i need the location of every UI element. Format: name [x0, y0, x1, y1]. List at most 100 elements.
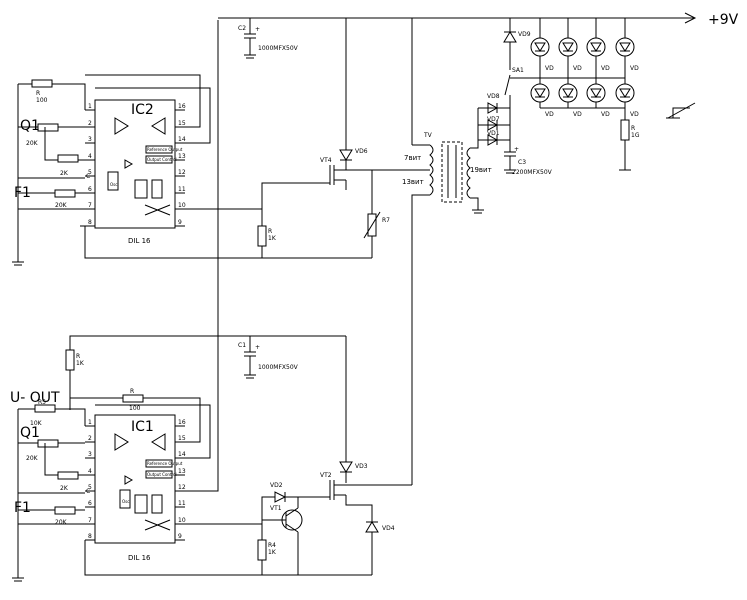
svg-text:100: 100: [129, 405, 141, 412]
svg-text:VD2: VD2: [270, 482, 283, 489]
svg-text:Osc: Osc: [122, 499, 129, 504]
svg-text:10K: 10K: [30, 420, 43, 427]
svg-text:R: R: [130, 388, 134, 395]
vd9-sa1: VD9 SA1: [503, 18, 531, 96]
svg-text:1K: 1K: [76, 360, 85, 367]
q1-top-label: Q1: [20, 118, 40, 134]
svg-text:20K: 20K: [26, 140, 39, 147]
svg-text:13: 13: [178, 153, 186, 160]
svg-text:R: R: [268, 228, 272, 235]
svg-text:R: R: [36, 90, 40, 97]
svg-text:SA1: SA1: [512, 67, 524, 74]
svg-text:20K: 20K: [26, 455, 39, 462]
svg-text:13вит: 13вит: [402, 178, 424, 186]
svg-text:+: +: [255, 26, 260, 33]
svg-text:1G: 1G: [631, 132, 640, 139]
ic2-chip: [94, 99, 176, 229]
svg-text:R: R: [631, 125, 635, 132]
ic1-chip: [94, 414, 176, 544]
svg-text:VD: VD: [545, 65, 554, 72]
svg-text:13: 13: [178, 468, 186, 475]
svg-text:C3: C3: [518, 159, 526, 166]
svg-text:VD3: VD3: [355, 463, 368, 470]
svg-text:C2: C2: [238, 25, 246, 32]
svg-text:15: 15: [178, 120, 186, 127]
svg-text:R7: R7: [382, 217, 390, 224]
svg-text:14: 14: [178, 451, 186, 458]
svg-text:2: 2: [88, 435, 92, 442]
svg-text:12: 12: [178, 169, 186, 176]
plus9v-label: +9V: [708, 12, 739, 28]
svg-text:10: 10: [178, 517, 186, 524]
svg-text:7: 7: [88, 517, 92, 524]
svg-text:4: 4: [88, 153, 92, 160]
svg-text:7вит: 7вит: [404, 154, 421, 162]
svg-text:12: 12: [178, 484, 186, 491]
svg-text:VD9: VD9: [518, 31, 531, 38]
svg-text:100: 100: [36, 97, 48, 104]
svg-text:15: 15: [178, 435, 186, 442]
svg-text:TV: TV: [423, 132, 433, 139]
u-out-label: U- OUT: [10, 390, 60, 406]
ic1-label: IC1: [131, 419, 154, 435]
svg-text:1: 1: [88, 419, 92, 426]
svg-text:16: 16: [178, 103, 186, 110]
ic2-label: IC2: [131, 102, 154, 118]
svg-text:VD: VD: [601, 65, 610, 72]
svg-text:2: 2: [88, 120, 92, 127]
svg-text:9: 9: [178, 533, 182, 540]
transformer-tv: TV 7вит 13вит 19вит: [402, 18, 492, 480]
svg-text:11: 11: [178, 186, 186, 193]
svg-text:Output Control: Output Control: [147, 472, 177, 477]
svg-text:VD: VD: [630, 111, 639, 118]
c1-capacitor: C1 + 1000MFX50V: [238, 336, 299, 379]
svg-text:10: 10: [178, 202, 186, 209]
svg-text:5: 5: [88, 484, 92, 491]
svg-text:Output Control: Output Control: [147, 157, 177, 162]
ic2-input-network: Q1 F1 R 100 20K 2K C 20K R 1K: [12, 74, 372, 266]
svg-text:2200MFX50V: 2200MFX50V: [512, 169, 553, 176]
svg-text:4: 4: [88, 468, 92, 475]
svg-text:7: 7: [88, 202, 92, 209]
svg-text:Reference Output: Reference Output: [147, 147, 183, 152]
svg-text:VD: VD: [573, 111, 582, 118]
svg-text:19вит: 19вит: [470, 166, 492, 174]
vt2-transistor: VD3 VT2 VD4: [320, 336, 413, 575]
svg-text:14: 14: [178, 136, 186, 143]
svg-text:VD6: VD6: [355, 148, 368, 155]
svg-text:VD7: VD7: [487, 116, 500, 123]
svg-text:20K: 20K: [55, 202, 68, 209]
svg-text:R: R: [76, 353, 80, 360]
svg-text:6: 6: [88, 500, 92, 507]
svg-text:VD: VD: [573, 65, 582, 72]
q1-bot-label: Q1: [20, 425, 40, 441]
vt4-transistor: VD6 VT4 R7: [261, 18, 430, 258]
svg-text:C1: C1: [238, 342, 246, 349]
svg-text:5: 5: [88, 169, 92, 176]
svg-text:16: 16: [178, 419, 186, 426]
svg-text:Osc: Osc: [110, 182, 117, 187]
ic1-package-label: DIL 16: [128, 554, 151, 562]
svg-text:Reference Output: Reference Output: [147, 461, 183, 466]
svg-text:2K: 2K: [60, 170, 69, 177]
svg-text:VD: VD: [630, 65, 639, 72]
svg-text:20K: 20K: [55, 519, 68, 526]
svg-text:2K: 2K: [60, 485, 69, 492]
svg-text:3: 3: [88, 451, 92, 458]
svg-text:R4: R4: [268, 542, 276, 549]
svg-text:C: C: [86, 488, 90, 495]
svg-text:VT1: VT1: [270, 505, 282, 512]
svg-text:VD4: VD4: [382, 525, 395, 532]
svg-text:VT2: VT2: [320, 472, 332, 479]
svg-text:VT4: VT4: [320, 157, 332, 164]
svg-text:+: +: [514, 146, 519, 153]
svg-text:8: 8: [88, 533, 92, 540]
svg-text:6: 6: [88, 186, 92, 193]
svg-text:11: 11: [178, 500, 186, 507]
svg-text:3: 3: [88, 136, 92, 143]
svg-text:VD: VD: [545, 111, 554, 118]
